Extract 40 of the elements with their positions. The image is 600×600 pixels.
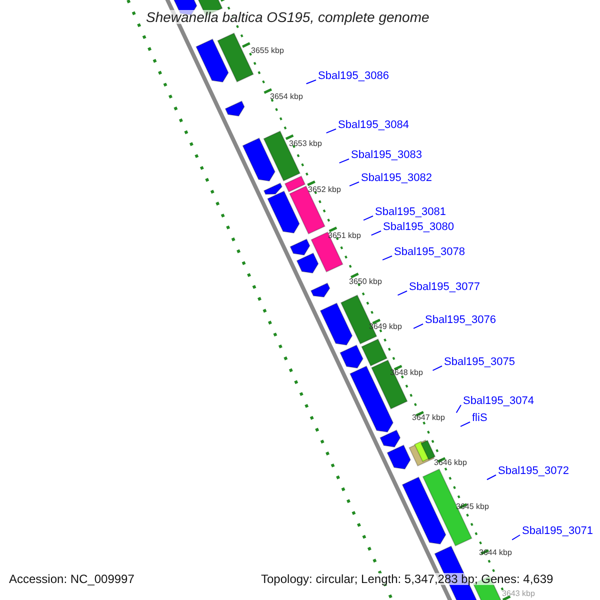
scale-label: 3655 kbp xyxy=(251,47,284,55)
leader-line xyxy=(432,366,442,371)
leader-line xyxy=(486,474,496,480)
gene-label: Sbal195_3086 xyxy=(318,71,389,82)
gene-label: Sbal195_3084 xyxy=(338,120,409,131)
leader-line xyxy=(306,80,316,84)
scale-label: 3653 kbp xyxy=(289,140,322,148)
gene-label: Sbal195_3076 xyxy=(425,315,496,326)
leader-line xyxy=(349,182,360,186)
scale-label: 3646 kbp xyxy=(434,459,467,467)
leader-line xyxy=(456,404,462,414)
gene-label: Sbal195_3077 xyxy=(409,282,480,293)
title: Shewanella baltica OS195, complete genome xyxy=(146,10,430,24)
gene-label: Sbal195_3071 xyxy=(522,526,593,537)
genome-info-text: Topology: circular; Length: 5,347,283 bp; Genes: 4,639 xyxy=(261,573,554,585)
leader-line xyxy=(382,256,392,260)
gene-label: Sbal195_3083 xyxy=(351,150,422,161)
gene-label: Sbal195_3075 xyxy=(444,357,515,368)
gene-label: Sbal195_3082 xyxy=(361,173,432,184)
leader-line xyxy=(338,158,350,164)
scale-label: 3654 kbp xyxy=(270,93,303,101)
leader-line xyxy=(326,128,336,134)
scale-label: 3643 kbp xyxy=(502,590,535,598)
accession-text: Accession: NC_009997 xyxy=(9,573,134,585)
scale-label: 3647 kbp xyxy=(412,414,445,422)
leader-line xyxy=(413,324,424,329)
leader-line xyxy=(363,216,374,221)
gene-label: fliS xyxy=(472,413,488,424)
gene-label: Sbal195_3074 xyxy=(463,396,534,407)
gene-label: Sbal195_3072 xyxy=(498,466,569,477)
gene-label: Sbal195_3080 xyxy=(383,222,454,233)
leader-line xyxy=(397,290,408,296)
leader-line xyxy=(512,534,520,540)
scale-label: 3652 kbp xyxy=(308,186,341,194)
gene-label: Sbal195_3081 xyxy=(375,207,446,218)
leader-line xyxy=(460,422,470,427)
scale-label: 3650 kbp xyxy=(349,278,382,286)
gene-label: Sbal195_3078 xyxy=(394,247,465,258)
leader-line xyxy=(370,230,382,236)
scale-label: 3644 kbp xyxy=(479,549,512,557)
